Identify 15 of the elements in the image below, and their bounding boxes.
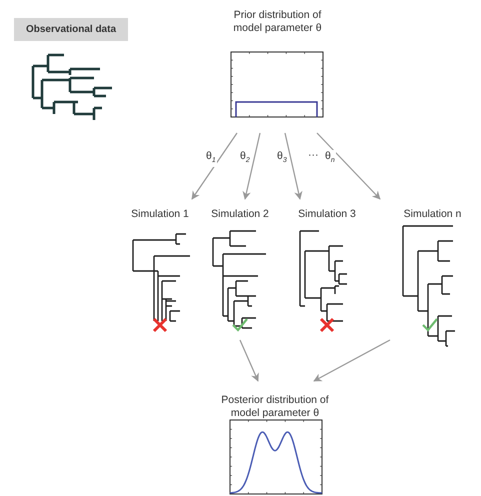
panel-title: Simulation 3 (297, 208, 357, 221)
edge-label: θ$_{1}$ (205, 150, 217, 168)
panel-title: Simulation 1 (130, 208, 190, 221)
panel-title: Simulation n (402, 208, 462, 221)
arrow (239, 340, 259, 382)
panel-title: Prior distribution of model parameter θ (232, 9, 323, 35)
arrow (192, 132, 238, 200)
heading-box (14, 18, 128, 41)
arrow (242, 132, 261, 200)
heading-text: Observational data (24, 23, 118, 36)
arrow (313, 339, 390, 382)
panel-title: Posterior distribution of model parameter θ (220, 394, 330, 420)
arrow (284, 132, 302, 200)
arrow (316, 132, 381, 200)
panel-title: Simulation 2 (210, 208, 270, 221)
